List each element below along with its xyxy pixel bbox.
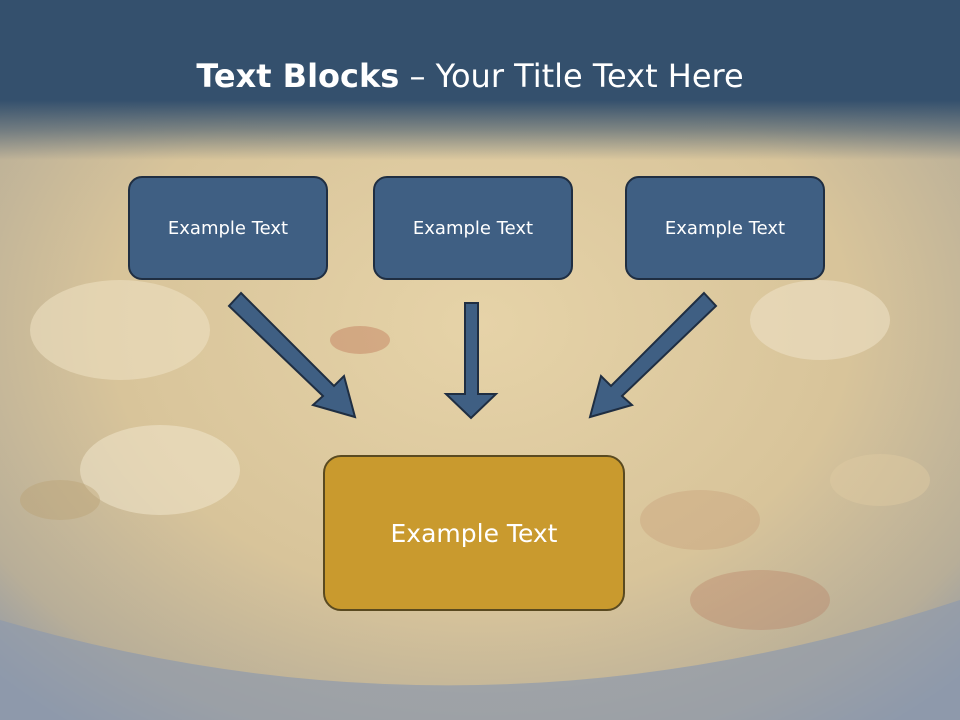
text-block-3-label: Example Text xyxy=(664,217,786,239)
text-block-2-label: Example Text xyxy=(412,217,534,239)
arrow-left xyxy=(227,291,357,419)
arrow-center xyxy=(443,302,499,420)
arrow-right xyxy=(588,291,718,419)
title-rest-part: – Your Title Text Here xyxy=(399,57,744,95)
text-block-1[interactable]: Example Text xyxy=(128,176,328,280)
target-text-block-label: Example Text xyxy=(390,518,558,548)
page-title: Text Blocks – Your Title Text Here xyxy=(0,52,960,100)
text-block-3[interactable]: Example Text xyxy=(625,176,825,280)
text-block-2[interactable]: Example Text xyxy=(373,176,573,280)
target-text-block[interactable]: Example Text xyxy=(323,455,625,611)
title-bold-part: Text Blocks xyxy=(196,57,400,95)
title-bar xyxy=(0,0,960,160)
text-block-1-label: Example Text xyxy=(167,217,289,239)
